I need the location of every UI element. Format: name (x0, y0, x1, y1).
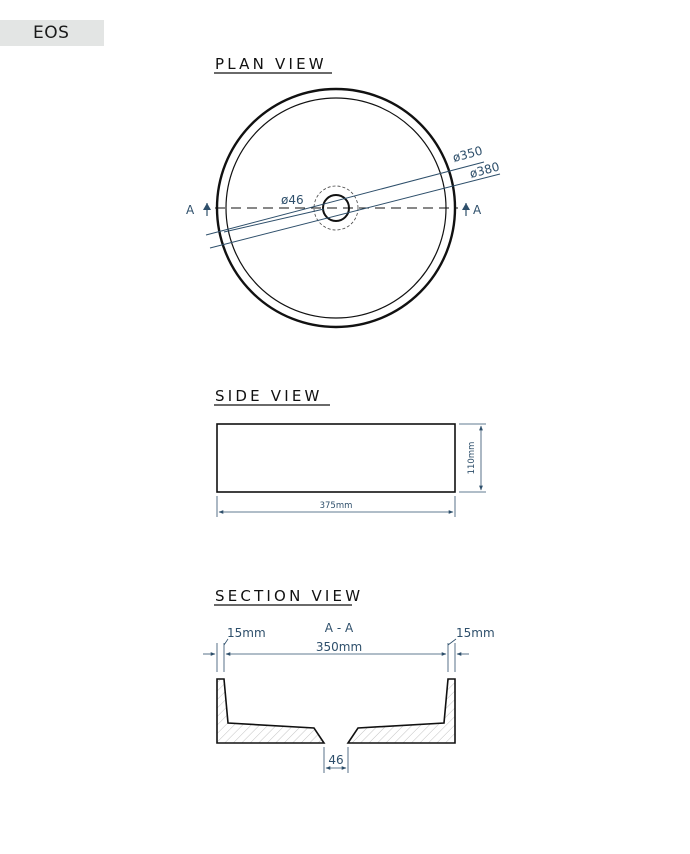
plan-view: PLAN VIEW A A ø350 ø380 ø46 (186, 55, 501, 329)
product-tab: EOS (0, 20, 104, 46)
section-arrowhead-left (203, 203, 211, 210)
wall-left-label: 15mm (227, 626, 266, 640)
wall-right-label: 15mm (456, 626, 495, 640)
side-view-title: SIDE VIEW (215, 387, 323, 405)
diameter-350-leader (205, 161, 485, 236)
section-label: A - A (325, 621, 354, 635)
side-height-label: 110mm (467, 442, 477, 475)
drain-width-label: 46 (328, 753, 343, 767)
side-width-label: 375mm (320, 501, 353, 511)
plan-view-title: PLAN VIEW (215, 55, 327, 73)
diameter-46-label: ø46 (281, 193, 304, 207)
section-width-label: 350mm (316, 640, 362, 654)
wall-left-leader (223, 638, 229, 646)
section-view-title: SECTION VIEW (215, 587, 363, 605)
wall-right-leader (447, 638, 457, 646)
product-name: EOS (33, 23, 70, 43)
diameter-380-leader (209, 173, 501, 249)
section-view: SECTION VIEW A - A 350mm 15mm 15mm 46 (203, 587, 495, 773)
drain-recess-circle (313, 185, 359, 231)
diameter-350-label: ø350 (451, 144, 484, 165)
basin-section-right-half (346, 678, 456, 744)
section-mark-right: A (473, 203, 482, 217)
section-arrowhead-right (462, 203, 470, 210)
basin-section-left-half (216, 678, 326, 744)
side-view: SIDE VIEW 375mm 110mm (214, 387, 486, 517)
section-mark-left: A (186, 203, 195, 217)
diameter-46-leader (223, 208, 325, 233)
basin-side-profile (216, 423, 456, 493)
